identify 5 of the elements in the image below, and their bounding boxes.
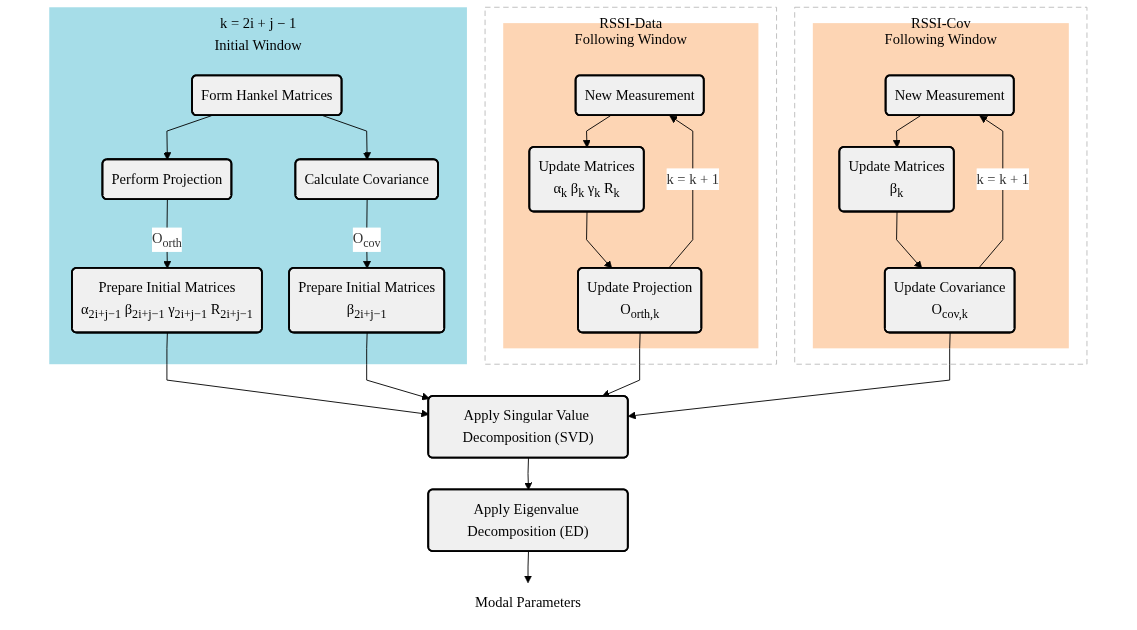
edge-label: k = k + 1 — [666, 171, 720, 187]
edge-label: k = k + 1 — [976, 171, 1030, 187]
edge-label: O$_{orth}$ — [152, 230, 183, 250]
edge-label: O$_{cov}$ — [353, 230, 382, 250]
node-text: Modal Parameters — [475, 594, 582, 611]
